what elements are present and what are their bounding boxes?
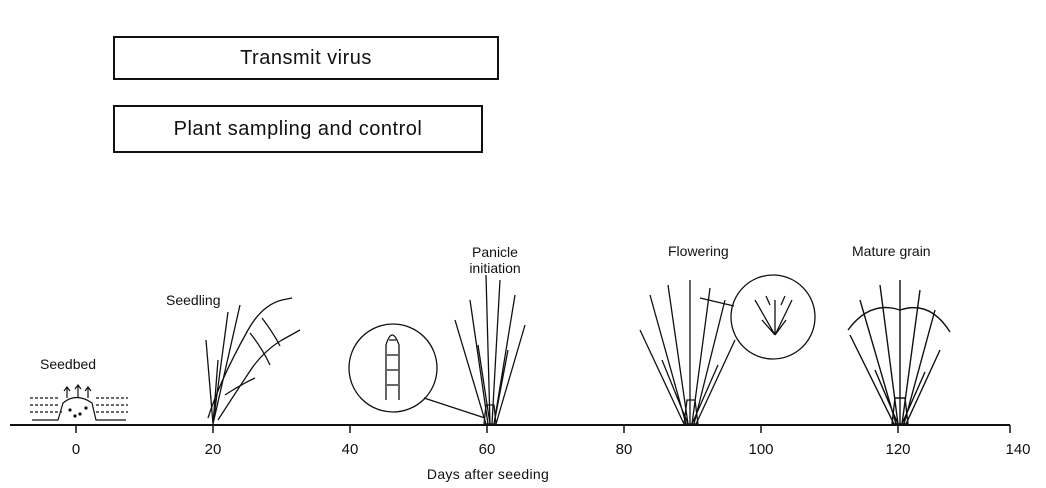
tick-label: 0 [72, 441, 80, 458]
stage-label-panicle-initiation: Panicle initiation [455, 244, 535, 276]
x-axis-title: Days after seeding [427, 466, 549, 482]
tick-label: 60 [479, 441, 496, 458]
mature-grain-illustration [848, 280, 950, 424]
stage-label-seedbed: Seedbed [40, 356, 96, 372]
tick-label: 40 [342, 441, 359, 458]
seedling-illustration [206, 298, 300, 424]
tick-label: 120 [885, 441, 910, 458]
stage-label-mature-grain: Mature grain [852, 243, 931, 259]
stage-label-flowering: Flowering [668, 243, 729, 259]
tick-label: 140 [1005, 441, 1030, 458]
seedbed-illustration [30, 385, 128, 420]
tick-label: 100 [748, 441, 773, 458]
panicle-initiation-illustration [349, 275, 525, 424]
tick-label: 20 [205, 441, 222, 458]
tick-label: 80 [616, 441, 633, 458]
stage-label-seedling: Seedling [166, 292, 221, 308]
x-axis-ticks [76, 425, 1010, 433]
flowering-illustration [640, 275, 815, 424]
